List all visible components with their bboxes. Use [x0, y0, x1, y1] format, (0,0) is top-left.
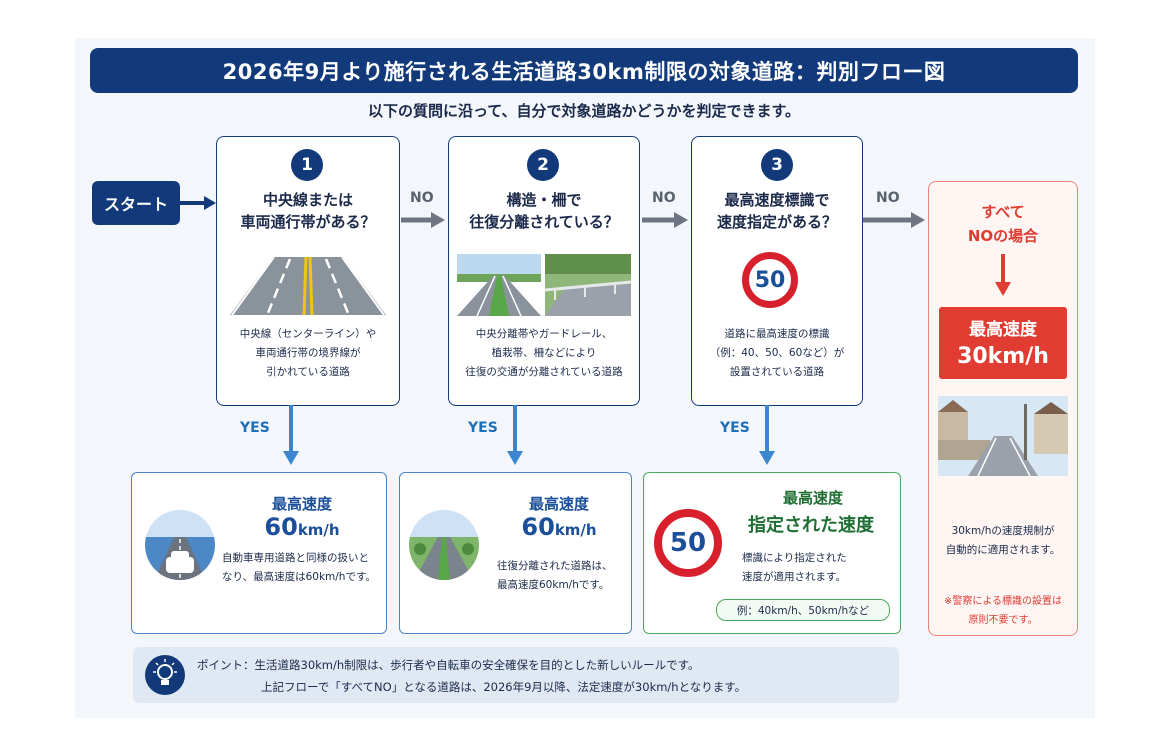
result-speed-3: 指定された速度: [748, 515, 874, 536]
no-label-3: NO: [876, 190, 900, 206]
result-box-3: 50 最高速度 指定された速度 標識により指定された 速度が適用されます。 例：…: [643, 472, 901, 634]
result-box-2: 最高速度 60km/h 往復分離された道路は、 最高速度60km/hです。: [399, 472, 632, 634]
all-no-speed-badge: 最高速度 30km/h: [939, 307, 1067, 379]
start-node: スタート: [92, 181, 180, 225]
expressway-car-icon: [145, 510, 215, 580]
speed-limit-sign-icon: 50: [654, 509, 722, 577]
result-desc-1: 自動車専用道路と同様の扱いと なり、最高速度は60km/hです。: [222, 552, 376, 583]
arrow-right-icon: [180, 196, 216, 210]
question-box-3: 3 最高速度標識で 速度指定がある？ 50 道路に最高速度の標識 （例：40、5…: [691, 136, 863, 406]
yes-label-3: YES: [720, 420, 750, 436]
question-box-1: 1 中央線または 車両通行帯がある？ 中央線（センターライン）や 車両通行帯の境…: [216, 136, 400, 406]
result-box-1: 最高速度 60km/h 自動車専用道路と同様の扱いと なり、最高速度は60km/…: [131, 472, 387, 634]
result-title-3: 最高速度: [782, 489, 843, 507]
residential-street-icon: [938, 396, 1068, 476]
tip-line-1: ポイント：生活道路30km/h制限は、歩行者や自転車の安全確保を目的とした新しい…: [197, 658, 700, 672]
result-example-badge: 例：40km/h、50km/hなど: [716, 599, 890, 621]
page-subtitle: 以下の質問に沿って、自分で対象道路かどうかを判定できます。: [367, 102, 800, 120]
result-desc-3: 標識により指定された 速度が適用されます。: [742, 552, 847, 583]
question-number-1: 1: [291, 149, 323, 181]
divided-road-icon: [409, 510, 479, 580]
all-no-heading: すべて NOの場合: [967, 203, 1039, 245]
tip-line-2: 上記フローで「すべてNO」となる道路は、2026年9月以降、法定速度が30km/…: [261, 680, 747, 694]
question-number-3: 3: [761, 149, 793, 181]
arrow-right-icon: [863, 212, 925, 228]
result-speed-2: 60km/h: [521, 513, 597, 541]
all-no-box: すべて NOの場合 最高速度 30km/h 30km/hの速度規制が 自動的に適…: [928, 181, 1078, 636]
arrow-down-icon: [283, 405, 299, 465]
question-desc-1: 中央線（センターライン）や 車両通行帯の境界線が 引かれている道路: [239, 328, 377, 378]
question-text-2: 構造・柵で 往復分離されている？: [469, 191, 619, 231]
guardrail-road-icon: [545, 254, 631, 316]
all-no-desc: 30km/hの速度規制が 自動的に適用されます。: [945, 525, 1061, 556]
all-no-note: ※警察による標識の設置は 原則不要です。: [943, 596, 1063, 626]
arrow-down-icon: [995, 254, 1011, 296]
median-road-icon: [457, 254, 541, 316]
yes-label-1: YES: [240, 420, 270, 436]
result-title-1: 最高速度: [271, 495, 332, 513]
lightbulb-icon: [145, 655, 185, 695]
question-text-1: 中央線または 車両通行帯がある？: [240, 191, 376, 231]
question-number-2: 2: [527, 149, 559, 181]
result-speed-1: 60km/h: [264, 513, 340, 541]
question-text-3: 最高速度標識で 速度指定がある？: [716, 191, 837, 231]
arrow-right-icon: [401, 212, 445, 228]
question-box-2: 2 構造・柵で 往復分離されている？ 中央分離帯やガードレール、 植栽帯、柵など…: [448, 136, 640, 406]
question-desc-2: 中央分離帯やガードレール、 植栽帯、柵などにより 往復の交通が分離されている道路: [465, 328, 623, 378]
arrow-down-icon: [507, 405, 523, 465]
center-line-road-icon: [230, 256, 386, 316]
yes-label-2: YES: [468, 420, 498, 436]
result-desc-2: 往復分離された道路は、 最高速度60km/hです。: [497, 560, 613, 591]
question-desc-3: 道路に最高速度の標識 （例：40、50、60など）が 設置されている道路: [709, 328, 845, 378]
arrow-right-icon: [642, 212, 688, 228]
no-label-2: NO: [652, 190, 676, 206]
no-label-1: NO: [410, 190, 434, 206]
arrow-down-icon: [759, 405, 775, 465]
page-title: 2026年9月より施行される生活道路30km制限の対象道路：判別フロー図: [90, 48, 1078, 93]
speed-limit-sign-icon: 50: [742, 252, 798, 308]
tip-bar: ポイント：生活道路30km/h制限は、歩行者や自転車の安全確保を目的とした新しい…: [133, 647, 899, 703]
result-title-2: 最高速度: [528, 495, 589, 513]
